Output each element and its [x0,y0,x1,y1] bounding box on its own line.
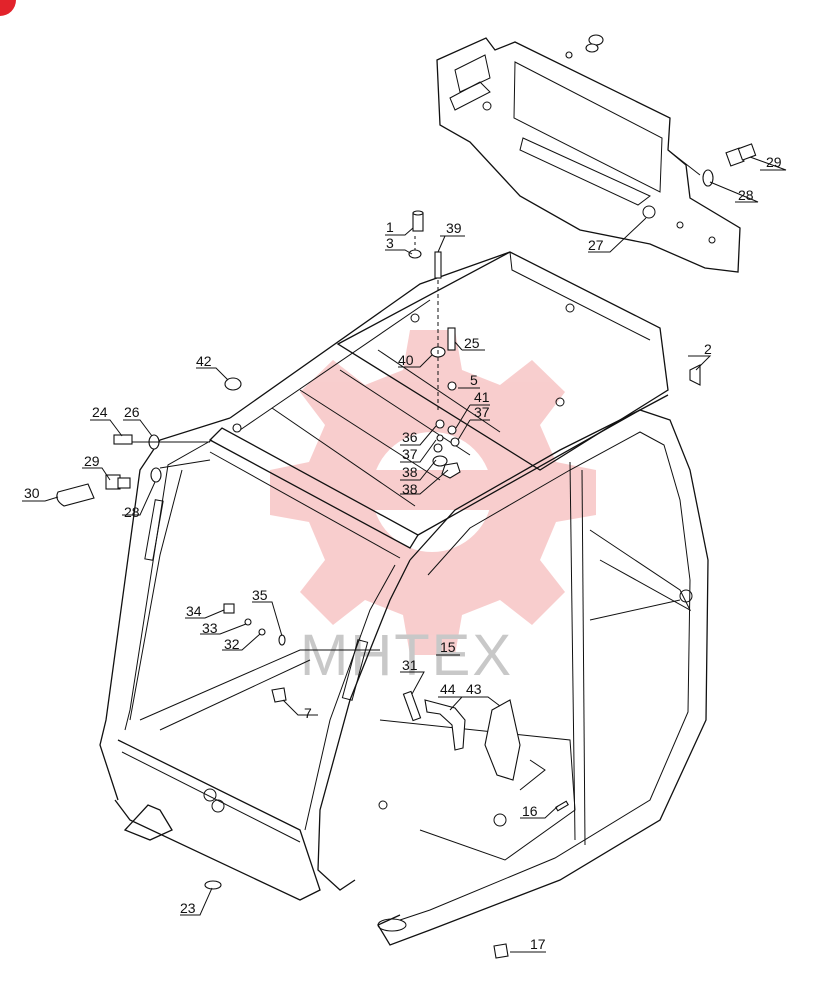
console-fittings [565,34,604,59]
callout-3: 3 [386,235,394,251]
callout-32: 32 [224,636,240,652]
callout-41: 41 [474,389,490,405]
callout-44: 44 [440,681,456,697]
callout-26: 26 [124,404,140,420]
callout-39: 39 [446,220,462,236]
callout-5: 5 [470,372,478,388]
handle-44 [424,699,466,751]
plug-42 [224,377,242,433]
callout-34: 34 [186,603,202,619]
washer-35 [278,634,286,646]
watermark-text: MHTEX [300,623,513,688]
callout-29-left: 29 [84,453,100,469]
callout-37b: 37 [402,446,418,462]
callout-2: 2 [704,341,712,357]
o-ring-28-left [150,467,162,483]
clip-17 [493,943,509,959]
grommet-23 [204,880,222,890]
washer-32 [258,628,266,636]
cab-frame [99,251,709,946]
fitting-24 [113,434,133,445]
callout-43: 43 [466,681,482,697]
callout-27: 27 [588,237,604,253]
callout-40: 40 [398,352,414,368]
callout-30: 30 [24,485,40,501]
callout-31: 31 [402,657,418,673]
callout-24: 24 [92,404,108,420]
washer-5 [447,381,457,391]
nut-34 [223,603,235,614]
callout-15: 15 [440,639,456,655]
bracket-31 [402,690,422,722]
fitting-29-right [725,143,757,167]
callout-42: 42 [196,353,212,369]
callout-33: 33 [202,620,218,636]
o-ring-28-right [702,169,714,187]
callout-labels: 1 3 39 25 40 5 41 37 36 37 38 38 42 24 2… [24,154,782,952]
bolt-25 [447,327,456,351]
knob-2 [689,364,701,386]
cap-30 [56,483,95,507]
callout-25: 25 [464,335,480,351]
callout-37a: 37 [474,404,490,420]
panel-43 [484,699,521,781]
corner-marker [0,0,16,16]
callout-7: 7 [304,705,312,721]
callout-1: 1 [386,219,394,235]
callout-17: 17 [530,936,546,952]
fitting-29-left [105,474,131,490]
callout-38b: 38 [402,481,418,497]
callout-29-right: 29 [766,154,782,170]
bolt-39 [434,251,442,279]
callout-36: 36 [402,429,418,445]
callout-28-left: 28 [124,504,140,520]
clip-7 [271,687,287,703]
watermark-logo [270,330,596,655]
pin-1 [412,210,424,232]
leader-lines [22,156,787,953]
roof-console [436,37,741,273]
washer-3 [408,249,422,259]
washer-33 [244,618,252,626]
callout-16: 16 [522,803,538,819]
callout-28-right: 28 [738,187,754,203]
bolt-16 [555,800,569,812]
nut-stack [432,419,461,479]
callout-23: 23 [180,900,196,916]
callout-35: 35 [252,587,268,603]
callout-38a: 38 [402,464,418,480]
